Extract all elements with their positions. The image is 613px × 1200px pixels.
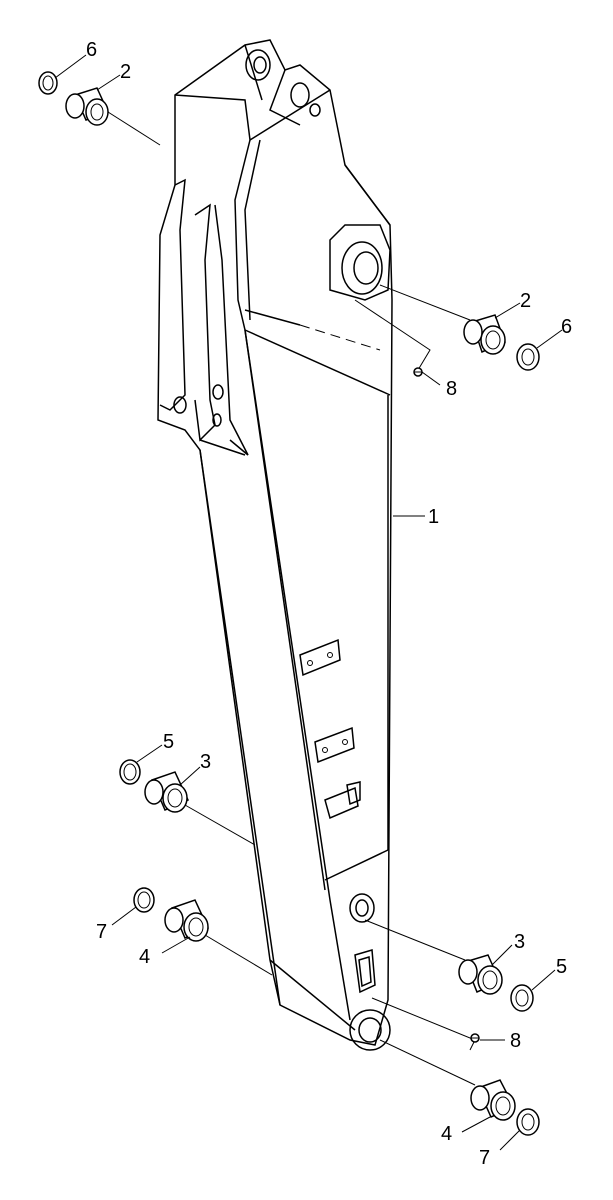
washer-6-right: [516, 343, 540, 371]
callout-leaders: [54, 54, 563, 1151]
washer-7-left: [133, 887, 155, 913]
callout-4-left: 4: [139, 946, 150, 968]
bushing-2-top-left: [65, 87, 110, 126]
bushing-3-right: [458, 954, 503, 995]
bushing-4-right: [470, 1079, 516, 1121]
callout-8-bottom: 8: [510, 1030, 521, 1052]
arm-body: [157, 39, 393, 1051]
callout-5-left: 5: [163, 731, 174, 753]
washer-5-left: [119, 759, 141, 785]
callout-5-right: 5: [556, 956, 567, 978]
washer-6-top-left: [38, 71, 58, 95]
bushing-2-right: [463, 314, 506, 355]
callout-1: 1: [428, 506, 439, 528]
callout-3-right: 3: [514, 931, 525, 953]
callout-3-left: 3: [200, 751, 211, 773]
callout-7-right: 7: [479, 1147, 490, 1169]
washer-5-right: [510, 984, 534, 1012]
screw-8-bottom: [470, 1033, 480, 1043]
callout-numbers: 6 2 2 6 8 1 5 3 7 4 3 5 8 4 7: [86, 39, 572, 1169]
callout-2-top-left: 2: [120, 61, 131, 83]
screw-8-top: [413, 367, 423, 377]
bushing-3-left: [144, 771, 190, 813]
callout-6-right: 6: [561, 316, 572, 338]
callout-4-right: 4: [441, 1123, 452, 1145]
callout-7-left: 7: [96, 921, 107, 943]
bushing-4-left: [164, 899, 210, 942]
callout-8-top: 8: [446, 378, 457, 400]
callout-6-top-left: 6: [86, 39, 97, 61]
parts: [38, 71, 540, 1136]
callout-2-right: 2: [520, 290, 531, 312]
washer-7-right: [516, 1108, 540, 1136]
